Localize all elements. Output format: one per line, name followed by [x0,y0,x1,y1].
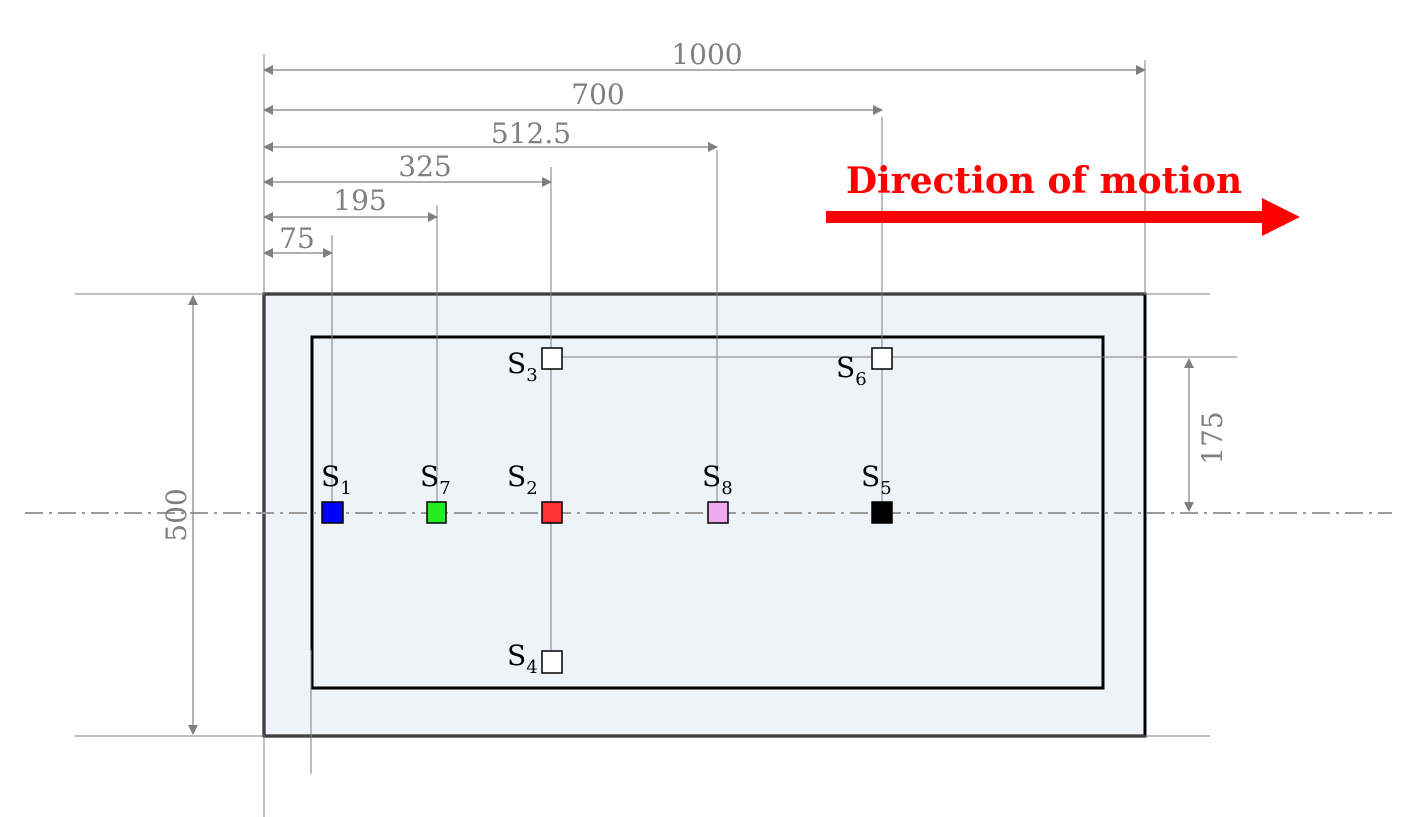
dim-label-s2: 325 [398,150,451,183]
dim-label-width: 500 [160,488,193,541]
sensor-s3-label: S3 [507,347,538,386]
sensor-s7: S7 [420,460,451,524]
sensor-s2: S2 [507,460,563,524]
sensor-s5-marker [871,501,893,524]
dim-label-length: 1000 [671,38,742,71]
sensor-s6: S6 [836,347,893,390]
sensor-s8-marker [707,501,729,524]
sensor-s1-label: S1 [321,460,352,499]
inner-frame [310,335,1105,690]
dim-label-s8: 512.5 [491,117,571,150]
sensor-s4-marker [541,650,563,674]
sensor-s5: S5 [861,460,893,524]
dimension-arrows [188,65,1194,735]
sensor-s4-label: S4 [507,639,538,678]
sensor-s7-label: S7 [420,460,451,499]
extension-lines [75,54,1237,817]
dim-label-offset: 175 [1196,411,1229,464]
motion-label: Direction of motion [846,160,1242,202]
sensor-s2-marker [541,501,563,524]
dim-label-s6: 700 [571,78,624,111]
sensor-s6-marker [871,347,893,370]
sensor-s1-marker [321,501,344,524]
sensor-s6-label: S6 [836,351,867,390]
dim-label-s1: 75 [279,222,315,255]
outer-plate [262,292,1147,738]
sensor-s2-label: S2 [507,460,538,499]
sensor-s3: S3 [507,347,563,386]
dim-label-s7: 195 [333,184,386,217]
sensor-s5-label: S5 [861,460,892,499]
sensor-s1: S1 [321,460,352,524]
motion-arrow [826,198,1300,236]
sensor-s4: S4 [507,639,563,678]
sensor-s8-label: S8 [702,460,733,499]
sensor-s8: S8 [702,460,733,524]
sensor-s3-marker [541,347,563,370]
sensor-s7-marker [426,501,447,524]
